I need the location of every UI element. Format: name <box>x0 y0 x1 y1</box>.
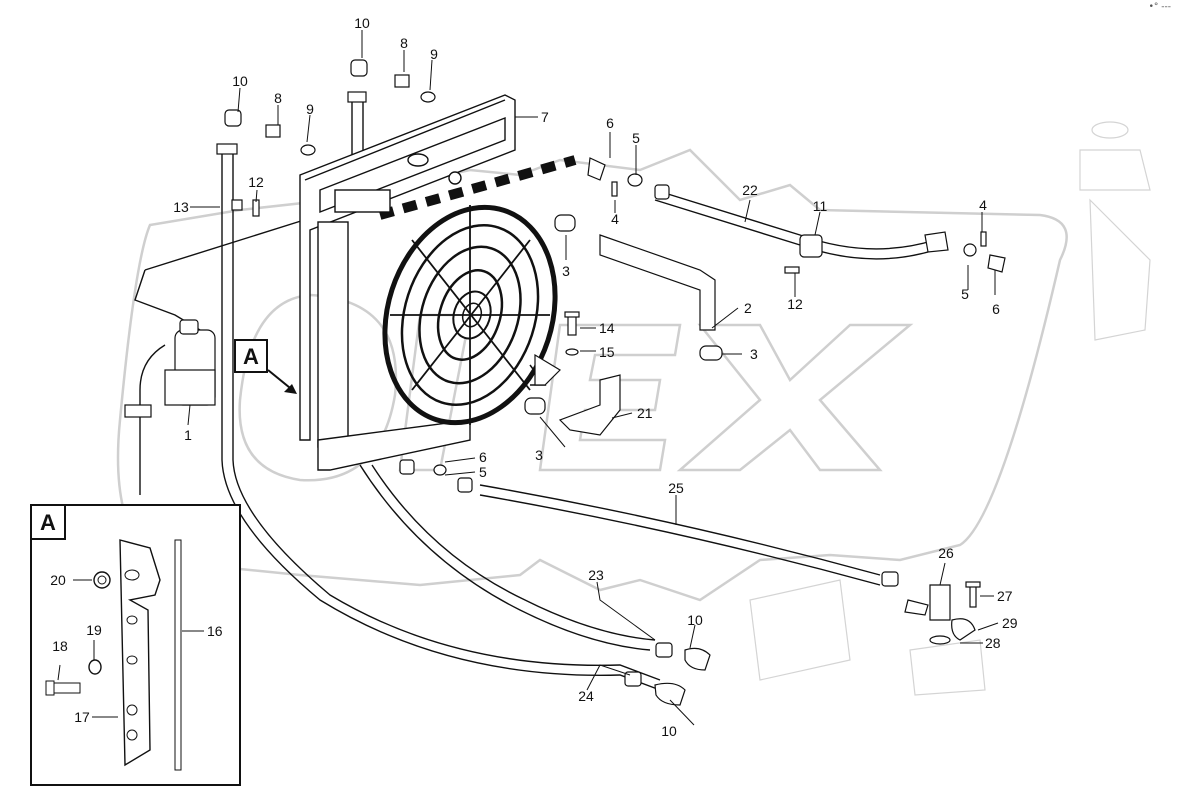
callout-14: 14 <box>599 320 615 336</box>
callout-11: 11 <box>813 198 828 214</box>
callout-9-top: 9 <box>430 46 438 62</box>
callout-3-lower: 3 <box>535 447 543 463</box>
callout-15: 15 <box>599 344 615 360</box>
callout-10-top: 10 <box>354 15 370 31</box>
callout-17: 17 <box>74 709 90 725</box>
callout-3-right: 3 <box>750 346 758 362</box>
callout-19: 19 <box>86 622 102 638</box>
detail-inset-label: A <box>40 510 56 535</box>
watermark-logo <box>116 148 1068 602</box>
callout-3-upper: 3 <box>562 263 570 279</box>
callout-6-top: 6 <box>606 115 614 131</box>
callout-7: 7 <box>541 109 549 125</box>
callout-labels: 10 8 9 10 8 9 7 12 13 6 5 4 22 11 4 3 2 … <box>50 15 1018 739</box>
callout-6-right: 6 <box>992 301 1000 317</box>
bolts <box>231 181 987 608</box>
callout-16: 16 <box>207 623 223 639</box>
radiator-assembly <box>299 94 516 471</box>
callout-27: 27 <box>997 588 1013 604</box>
callout-29: 29 <box>1002 615 1018 631</box>
callout-21: 21 <box>637 405 653 421</box>
callout-12-left: 12 <box>248 174 264 190</box>
hose-fittings <box>124 59 1006 706</box>
callout-18: 18 <box>52 638 68 654</box>
hatched-hose <box>378 155 577 220</box>
callout-5-right: 5 <box>961 286 969 302</box>
callout-8-left: 8 <box>274 90 282 106</box>
callout-24: 24 <box>578 688 594 704</box>
corner-mark: •° --- <box>1148 2 1171 12</box>
callout-2: 2 <box>744 300 752 316</box>
callout-1: 1 <box>184 427 192 443</box>
detail-marker-label: A <box>243 344 259 369</box>
leader-lines <box>187 30 999 726</box>
callout-10-left: 10 <box>232 73 248 89</box>
callout-4-top: 4 <box>611 211 619 227</box>
callout-20: 20 <box>50 572 66 588</box>
callout-10-bottom: 10 <box>661 723 677 739</box>
detail-a-marker: A <box>234 339 297 394</box>
callout-5-top: 5 <box>632 130 640 146</box>
detail-a-inset: A <box>30 504 241 786</box>
callout-22: 22 <box>742 182 758 198</box>
callout-10-mid: 10 <box>687 612 703 628</box>
callout-23: 23 <box>588 567 604 583</box>
callout-28: 28 <box>985 635 1001 651</box>
callout-6-bottom: 6 <box>479 449 487 465</box>
callout-5-bottom: 5 <box>479 464 487 480</box>
callout-26: 26 <box>938 545 954 561</box>
callout-9-left: 9 <box>306 101 314 117</box>
callout-25: 25 <box>668 480 684 496</box>
callout-12-right: 12 <box>787 296 803 312</box>
callout-13: 13 <box>173 199 189 215</box>
callout-4-right: 4 <box>979 197 987 213</box>
cooling-fan <box>382 204 558 426</box>
callout-8-top: 8 <box>400 35 408 51</box>
background-engine-sketch <box>749 121 1151 696</box>
